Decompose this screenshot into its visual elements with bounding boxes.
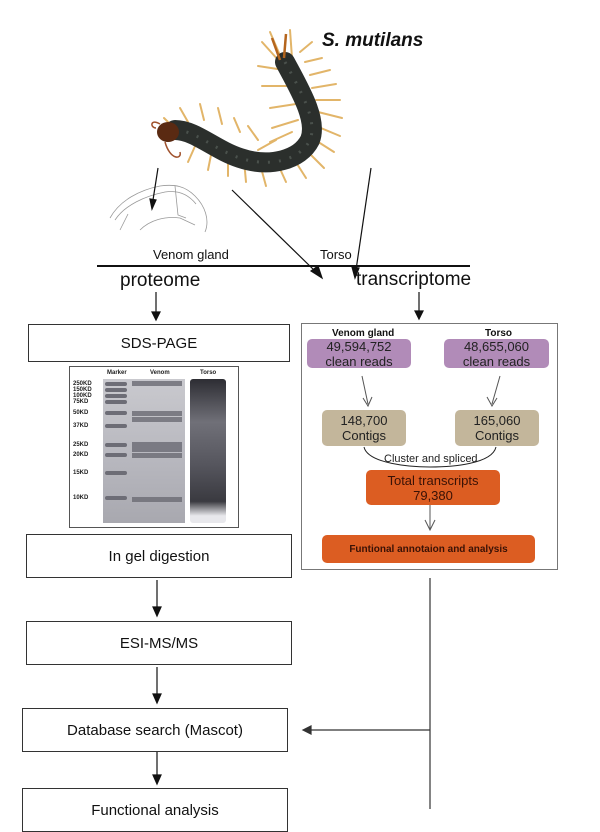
reads-label: clean reads [462,353,531,369]
gel-lane-label: Venom [150,370,170,376]
forcipule-drawing [109,184,208,233]
contigs-label: Contigs [341,428,387,443]
gel-venom-band [132,411,182,416]
step-functional-analysis: Functional analysis [22,788,288,832]
step-label: Database search (Mascot) [67,721,243,739]
gel-torso-lane [190,379,226,523]
gel-marker-band [105,382,127,386]
reads-label: clean reads [325,353,393,369]
transcriptome-arrows [361,375,501,532]
gel-lane-label: Marker [107,370,127,376]
gel-venom-band [132,381,182,386]
reads-value: 49,594,752 [326,338,392,354]
gel-venom-band [132,442,182,447]
step-label: ESI-MS/MS [119,634,199,652]
gel-lane-label: Torso [200,370,217,376]
centipede-illustration [97,29,470,809]
gel-marker-label: 10KD [73,495,89,501]
gel-marker-label: 20KD [73,452,89,458]
tissue-label-venom-gland: Venom gland [153,247,229,262]
gel-marker-label: 50KD [73,410,89,416]
total-transcripts-box: Total transcripts 79,380 [366,470,500,505]
step-label: In gel digestion [108,547,210,565]
gel-venom-band [132,453,182,458]
branch-transcriptome: transcriptome [356,269,472,290]
total-label: Total transcripts [387,472,479,488]
venom-reads-box: 49,594,752 clean reads [307,338,411,369]
gel-marker-band [105,496,127,500]
species-title: S. mutilans [322,30,424,51]
branch-proteome: proteome [120,270,201,291]
gel-marker-label: 25KD [73,442,89,448]
gel-marker-label: 250KD [73,381,92,387]
annotation-label: Funtional annotaion and analysis [349,543,508,555]
gel-marker-label: 100KD [73,393,92,399]
connector-arrows [301,578,431,809]
gel-marker-label: 150KD [73,387,92,393]
tissue-label-torso: Torso [320,247,352,262]
gel-marker-label: 37KD [73,423,89,429]
col-header-torso: Torso [485,328,513,339]
total-value: 79,380 [413,487,453,503]
col-header-venom-gland: Venom gland [332,328,395,339]
arrow-head [151,311,161,322]
gel-marker-band [105,411,127,415]
step-database-search: Database search (Mascot) [22,708,288,752]
annotation-box: Funtional annotaion and analysis [322,535,535,563]
step-esi-ms: ESI-MS/MS [26,621,292,665]
reads-value: 48,655,060 [463,338,530,354]
gel-marker-band [105,424,127,428]
tissue-arrows [149,167,372,280]
gel-marker-band [105,453,127,457]
gel-marker-label: 75KD [73,399,89,405]
contigs-value: 148,700 [340,413,388,428]
gel-marker-band [105,394,127,398]
torso-reads-box: 48,655,060 clean reads [444,338,549,369]
gel-marker-band [105,388,127,392]
gel-marker-band [105,443,127,447]
cluster-label: Cluster and spliced [384,453,478,465]
gel-venom-band [132,417,182,422]
torso-contigs-box: 165,060 Contigs [455,410,539,446]
contigs-label: Contigs [474,428,520,443]
transcriptome-panel: Venom gland Torso 49,594,752 clean reads… [301,323,558,570]
gel-venom-band [132,447,182,452]
step-label: Functional analysis [91,801,219,819]
step-sds-page: SDS-PAGE [28,324,290,362]
gel-marker-label: 15KD [73,470,89,476]
step-label: SDS-PAGE [120,334,198,352]
contigs-value: 165,060 [473,413,521,428]
step-in-gel-digestion: In gel digestion [26,534,292,578]
centipede-head [157,122,179,142]
venom-contigs-box: 148,700 Contigs [322,410,406,446]
gel-marker-band [105,400,127,404]
gel-venom-band [132,497,182,502]
gel-marker-band [105,471,127,475]
